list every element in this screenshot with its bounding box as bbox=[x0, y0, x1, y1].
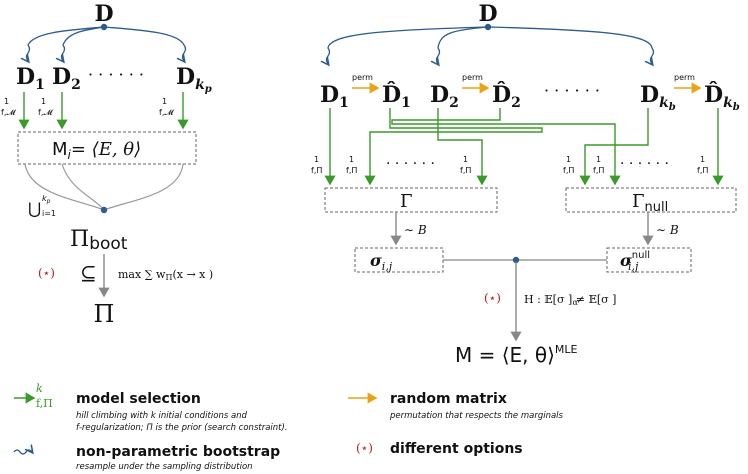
r-ms-arrow-d1hat bbox=[364, 108, 543, 186]
pi-boot: Πboot bbox=[70, 227, 128, 254]
left-dots: · · · · · · bbox=[88, 65, 144, 84]
right-bootstrap-link-kb bbox=[487, 26, 655, 64]
subset-symbol: ⊆ bbox=[80, 261, 97, 285]
gamma-label: Γ bbox=[400, 191, 413, 212]
left-star: (⋆) bbox=[38, 266, 55, 280]
legend-bootstrap-desc: resample under the sampling distribution bbox=[76, 462, 253, 472]
r-ms-arrow-d2hat bbox=[391, 108, 621, 186]
r-ms-label-1-top: 1 bbox=[314, 155, 319, 164]
left-ms-label-2-top: 1 bbox=[41, 97, 46, 106]
gamma-sim-b: ∼ B bbox=[404, 223, 427, 237]
left-model-box bbox=[17, 131, 197, 165]
right-sample-dots: · · · · · · bbox=[544, 81, 600, 100]
legend-random-matrix-title: random matrix bbox=[390, 391, 507, 407]
union-curve-kp bbox=[103, 163, 184, 211]
right-diagram: D D1 perm D̂1 D2 perm D̂2 · · · · · · Dk… bbox=[311, 1, 740, 367]
legend-bootstrap-title: non-parametric bootstrap bbox=[76, 444, 280, 460]
right-star: (⋆) bbox=[484, 291, 501, 305]
right-perm-sample-2: D̂2 bbox=[492, 82, 521, 111]
sigma-box bbox=[354, 247, 444, 273]
legend-k: k bbox=[36, 382, 43, 395]
gamma-null-label: Γnull bbox=[632, 191, 668, 215]
bootstrap-link-1 bbox=[27, 26, 105, 61]
left-pi: Π bbox=[94, 300, 115, 328]
perm-label-2: perm bbox=[462, 73, 483, 82]
perm-label-1: perm bbox=[352, 73, 373, 82]
left-sample-kp: Dkp bbox=[176, 64, 212, 95]
gamma-null-box bbox=[565, 187, 737, 213]
sigma-label: σi,j bbox=[370, 251, 393, 273]
left-sample-1: D1 bbox=[16, 64, 45, 93]
gamma-null-sim-b: ∼ B bbox=[656, 223, 679, 237]
r-ms-label-3-top: 1 bbox=[463, 155, 468, 164]
gamma-box bbox=[324, 187, 498, 213]
union-top-label: kp bbox=[42, 194, 51, 205]
right-perm-sample-1: D̂1 bbox=[382, 82, 411, 111]
r-ms-label-1-bottom: f,Π bbox=[311, 166, 322, 175]
right-bootstrap-link-2 bbox=[437, 26, 489, 64]
legend-model-selection-desc-1: hill climbing with k initial conditions … bbox=[76, 411, 248, 421]
legend-fpi: f,Π bbox=[36, 397, 53, 410]
union-symbol: ⋃ bbox=[28, 199, 41, 218]
legend-bootstrap-icon bbox=[13, 450, 32, 455]
legend: k f,Π model selection hill climbing with… bbox=[13, 382, 564, 472]
left-sample-2: D2 bbox=[52, 64, 81, 93]
union-curve-2 bbox=[61, 163, 105, 211]
legend-options-title: different options bbox=[390, 441, 523, 457]
bootstrap-link-kp bbox=[103, 26, 187, 61]
left-ms-label-kp-bottom: f,𝓜 bbox=[159, 108, 174, 117]
r-ms-label-4-top: 1 bbox=[566, 155, 571, 164]
r-gammanull-dots: · · · · · · bbox=[620, 156, 669, 172]
max-formula: max ∑ wΠ(x → x ) bbox=[118, 268, 213, 282]
legend-model-selection-desc-2: f-regularization; Π is the prior (search… bbox=[76, 423, 288, 433]
sigma-null-box bbox=[606, 247, 692, 273]
r-ms-label-2-bottom: f,Π bbox=[346, 166, 357, 175]
hypothesis-text: H : 𝔼[σ ] ≠ 𝔼[σ ]α bbox=[524, 293, 616, 307]
left-ms-label-kp-top: 1 bbox=[162, 97, 167, 106]
result-model: M = ⟨E, θ⟩MLE bbox=[455, 343, 578, 367]
perm-label-kb: perm bbox=[674, 73, 695, 82]
legend-model-selection-title: model selection bbox=[76, 391, 201, 407]
r-ms-label-6-bottom: f,Π bbox=[697, 166, 708, 175]
right-perm-sample-kb: D̂kb bbox=[704, 82, 740, 113]
r-ms-label-5-bottom: f,Π bbox=[593, 166, 604, 175]
right-sample-2: D2 bbox=[430, 82, 459, 111]
left-diagram: D D1 D2 · · · · · · Dkp 1 f,𝓜 1 f,𝓜 1 f,… bbox=[1, 1, 213, 328]
left-union-dot bbox=[100, 206, 108, 214]
union-bottom-label: i=1 bbox=[42, 209, 56, 218]
union-curve-1 bbox=[24, 163, 105, 211]
right-top-node: D bbox=[478, 1, 497, 27]
r-gamma-dots: · · · · · · bbox=[386, 156, 435, 172]
left-model-box-text: Mi= ⟨E, θ⟩ bbox=[52, 139, 141, 162]
right-sample-1: D1 bbox=[320, 82, 349, 111]
left-ms-label-2-bottom: f,𝓜 bbox=[38, 108, 53, 117]
r-ms-label-6-top: 1 bbox=[700, 155, 705, 164]
r-ms-label-2-top: 1 bbox=[349, 155, 354, 164]
left-top-node: D bbox=[94, 1, 113, 27]
r-ms-label-5-top: 1 bbox=[596, 155, 601, 164]
right-sample-kb: Dkb bbox=[640, 82, 676, 113]
r-ms-label-4-bottom: f,Π bbox=[563, 166, 574, 175]
legend-options-star: (⋆) bbox=[356, 441, 373, 455]
bootstrap-link-2 bbox=[62, 26, 105, 61]
r-ms-label-3-bottom: f,Π bbox=[460, 166, 471, 175]
right-bootstrap-link-1 bbox=[327, 26, 489, 64]
legend-random-matrix-desc: permutation that respects the marginals bbox=[389, 411, 564, 421]
left-ms-label-1-bottom: f,𝓜 bbox=[1, 108, 16, 117]
sigma-join-dot bbox=[512, 256, 520, 264]
r-ms-arrow-dkb bbox=[579, 108, 649, 186]
left-ms-label-1-top: 1 bbox=[4, 97, 9, 106]
